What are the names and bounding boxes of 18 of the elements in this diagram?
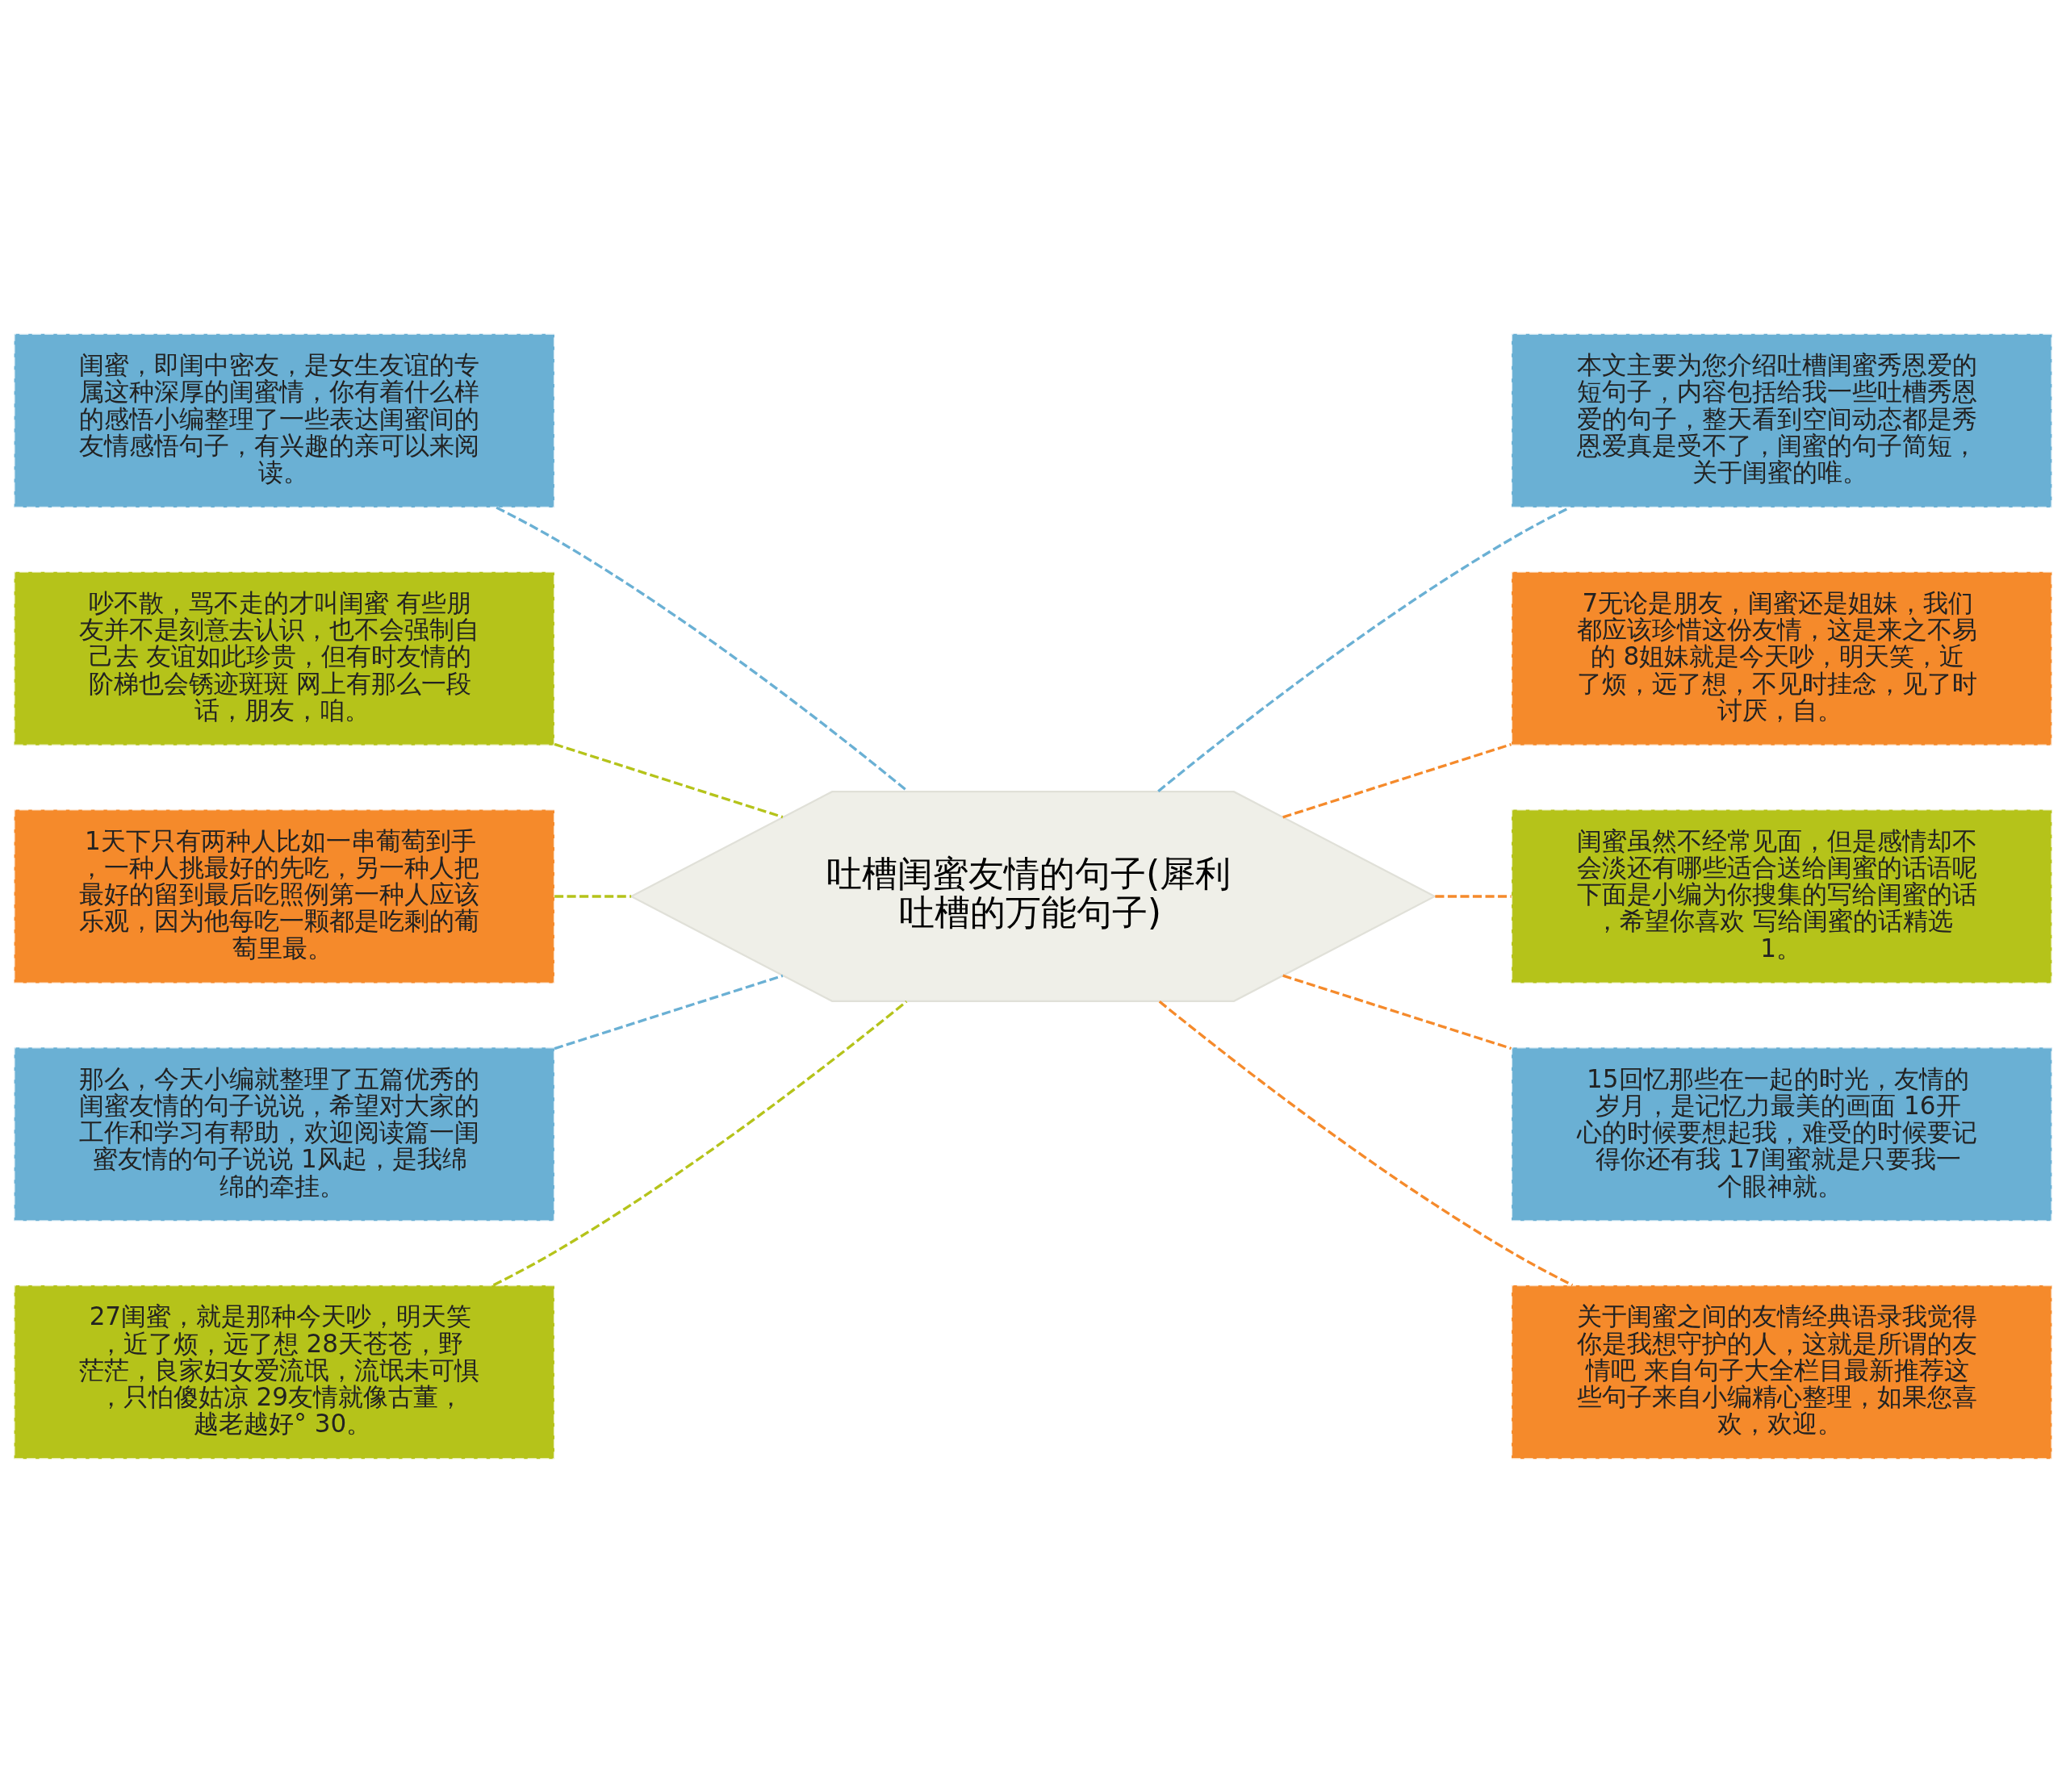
node-box: 本文主要为您介绍吐槽闺蜜秀恩爱的短句子，内容包括给我一些吐槽秀恩爱的句子，整天看到空间动态都是秀恩爱真是受不了，闺蜜的句子简短，关于闺蜜的唯。 (1510, 332, 2053, 508)
connector (1435, 894, 1512, 898)
connector (1158, 1000, 1574, 1286)
node-box: 15回忆那些在一起的时光，友情的岁月，是记忆力最美的画面 16开心的时候要想起我，难受的时候要记得你还有我 17闺蜜就是只要我一个眼神就。 (1510, 1046, 2053, 1222)
node-box: 闺蜜虽然不经常见面，但是感情却不会淡还有哪些适合送给闺蜜的话语呢下面是小编为你搜集的写给闺蜜的话，希望你喜欢 写给闺蜜的话精选 1。 (1510, 808, 2053, 984)
connector (492, 1000, 908, 1286)
connector (554, 974, 784, 1050)
connector (1282, 974, 1512, 1050)
node-box: 27闺蜜，就是那种今天吵，明天笑，近了烦，远了想 28天苍苍，野茫茫，良家妇女爱流氓，流氓未可惧，只怕傻姑凉 29友情就像古董，越老越好° 30。 (13, 1284, 556, 1460)
connector (1282, 742, 1512, 818)
node-box: 吵不散，骂不走的才叫闺蜜 有些朋友并不是刻意去认识，也不会强制自己去 友谊如此珍贵，但有时友情的阶梯也会锈迹斑斑 网上有那么一段话，朋友，咱。 (13, 570, 556, 746)
node-box: 关于闺蜜之间的友情经典语录我觉得你是我想守护的人，这就是所谓的友情吧 来自句子大全栏目最新推荐这些句子来自小编精心整理，如果您喜欢，欢迎。 (1510, 1284, 2053, 1460)
connector (554, 894, 632, 898)
connector (554, 742, 784, 818)
node-box: 那么，今天小编就整理了五篇优秀的闺蜜友情的句子说说，希望对大家的工作和学习有帮助，欢迎阅读篇一闺蜜友情的句子说说 1风起，是我绵绵的牵挂。 (13, 1046, 556, 1222)
node-box: 闺蜜，即闺中密友，是女生友谊的专属这种深厚的闺蜜情，你有着什么样的感悟小编整理了一些表达闺蜜间的友情感悟句子，有兴趣的亲可以来阅读。 (13, 332, 556, 508)
node-box: 1天下只有两种人比如一串葡萄到手，一种人挑最好的先吃，另一种人把最好的留到最后吃照例第一种人应该乐观，因为他每吃一颗都是吃剩的葡萄里最。 (13, 808, 556, 984)
node-box: 7无论是朋友，闺蜜还是姐妹，我们都应该珍惜这份友情，这是来之不易的 8姐妹就是今天吵，明天笑，近了烦，远了想，不见时挂念，见了时讨厌，自。 (1510, 570, 2053, 746)
